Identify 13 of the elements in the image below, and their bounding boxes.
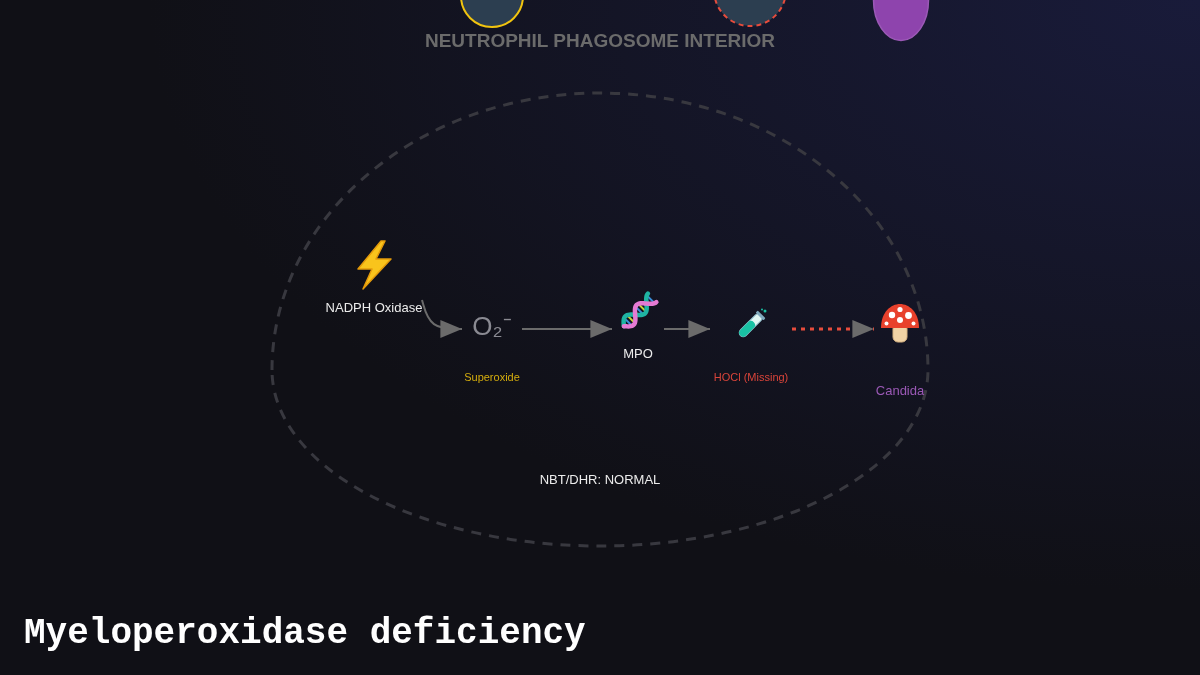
node-label: HOCl (Missing) bbox=[713, 371, 789, 385]
arrow bbox=[521, 320, 613, 338]
dotted-arrow bbox=[792, 320, 874, 338]
node-label: NADPH Oxidase bbox=[325, 300, 423, 316]
formula-label: O₂⁻ bbox=[472, 311, 512, 343]
status-note: NBT/DHR: NORMAL bbox=[539, 472, 661, 488]
node-label: MPO bbox=[623, 346, 653, 362]
node-label: Candida bbox=[875, 383, 925, 399]
section-heading: NEUTROPHIL PHAGOSOME INTERIOR bbox=[424, 31, 776, 50]
arrow bbox=[421, 299, 463, 338]
node-caption: Superoxide bbox=[464, 371, 520, 385]
page-title: Myeloperoxidase deficiency bbox=[24, 612, 586, 656]
arrow bbox=[663, 320, 711, 338]
